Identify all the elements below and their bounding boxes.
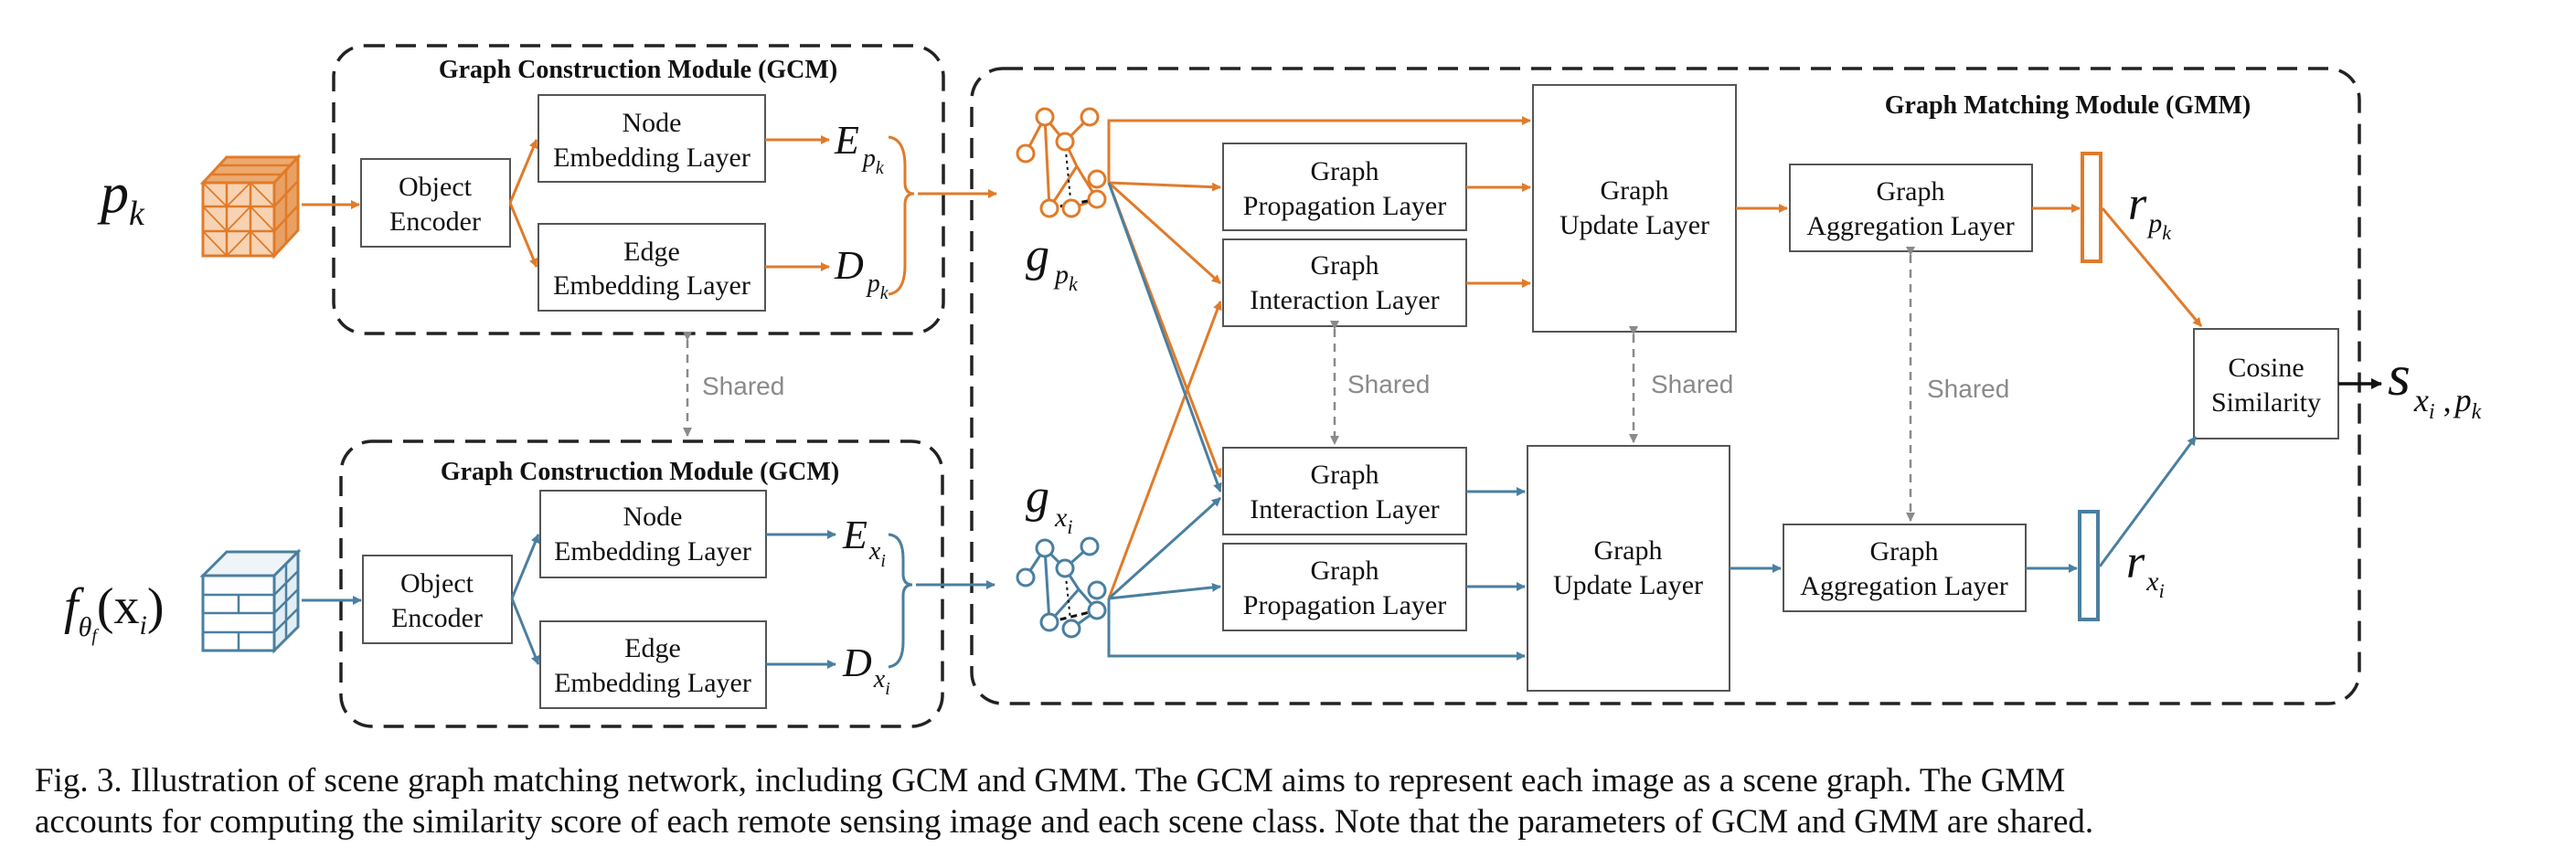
object-encoder-bottom-line2: Encoder [391, 603, 483, 633]
graph-pk-icon [1016, 107, 1107, 218]
interaction-layer-bottom-line2: Interaction Layer [1250, 494, 1439, 524]
update-layer-bottom-line1: Graph [1594, 535, 1663, 566]
aggregation-layer-bottom-line2: Aggregation Layer [1800, 571, 2007, 601]
aggregation-layer-top-line1: Graph [1877, 176, 1945, 206]
object-encoder-bottom [362, 555, 513, 644]
update-layer-bottom [1527, 445, 1730, 692]
figure-caption: Fig. 3. Illustration of scene graph matc… [35, 760, 2558, 842]
top-input-symbol: pk [97, 163, 145, 233]
shared-label-gcm: Shared [702, 372, 784, 400]
edge-embedding-bottom-line1: Edge [624, 633, 681, 663]
update-layer-top-line1: Graph [1601, 175, 1669, 206]
cosine-similarity-box [2193, 328, 2339, 439]
E-xi-symbol: Exi [842, 513, 886, 571]
interaction-layer-top-line1: Graph [1311, 250, 1379, 281]
cosine-similarity-line1: Cosine [2228, 353, 2304, 383]
interaction-layer-bottom [1222, 447, 1467, 535]
blue-cube-icon [199, 548, 302, 654]
aggregation-layer-bottom-line1: Graph [1870, 536, 1939, 566]
edge-embedding-top-line2: Embedding Layer [553, 270, 750, 301]
representation-bar-xi [2078, 510, 2100, 621]
shared-label-interaction: Shared [1347, 370, 1430, 398]
r-pk-symbol: rpk [2128, 178, 2172, 244]
update-layer-bottom-line2: Update Layer [1553, 570, 1703, 600]
gmm-title: Graph Matching Module (GMM) [1885, 91, 2251, 120]
aggregation-layer-top-line2: Aggregation Layer [1806, 211, 2014, 241]
edge-embedding-top-line1: Edge [623, 237, 680, 267]
propagation-layer-bottom-line1: Graph [1311, 556, 1379, 586]
cosine-similarity-line2: Similarity [2211, 387, 2321, 418]
shared-label-aggregation: Shared [1927, 375, 2009, 403]
object-encoder-top-line2: Encoder [389, 206, 481, 237]
propagation-layer-top [1222, 143, 1467, 231]
propagation-layer-bottom [1222, 543, 1467, 631]
bottom-brace [888, 533, 913, 669]
bottom-input-symbol: fθf(xi) [64, 578, 165, 646]
gmm-frame [970, 67, 2361, 705]
interaction-layer-top [1222, 238, 1467, 327]
graph-xi-icon [1016, 536, 1107, 639]
edge-embedding-bottom [539, 620, 767, 709]
interaction-layer-bottom-line1: Graph [1311, 460, 1379, 490]
node-embedding-top-line2: Embedding Layer [553, 143, 750, 173]
object-encoder-top-line1: Object [399, 172, 473, 202]
aggregation-layer-bottom [1783, 524, 2027, 612]
propagation-layer-top-line2: Propagation Layer [1243, 191, 1446, 221]
caption-line-2: accounts for computing the similarity sc… [35, 803, 2094, 841]
gcm-top-title: Graph Construction Module (GCM) [439, 56, 837, 84]
node-embedding-bottom-line1: Node [623, 502, 683, 532]
object-encoder-top [360, 158, 511, 248]
diagram-canvas: Graph Construction Module (GCM) Graph Co… [64, 44, 2482, 728]
gcm-bottom-title: Graph Construction Module (GCM) [441, 458, 839, 486]
top-brace [888, 135, 915, 296]
node-embedding-top [538, 94, 766, 183]
propagation-layer-bottom-line2: Propagation Layer [1243, 590, 1446, 620]
r-xi-symbol: rxi [2126, 536, 2165, 602]
node-embedding-bottom-line2: Embedding Layer [554, 536, 751, 566]
representation-bar-pk [2081, 152, 2102, 263]
object-encoder-bottom-line1: Object [400, 568, 474, 598]
shared-label-update: Shared [1651, 370, 1733, 398]
update-layer-top [1532, 84, 1737, 333]
interaction-layer-top-line2: Interaction Layer [1250, 285, 1439, 315]
update-layer-top-line2: Update Layer [1559, 210, 1709, 240]
orange-cube-icon [199, 153, 302, 259]
edge-embedding-bottom-line2: Embedding Layer [554, 668, 751, 698]
caption-line-1: Fig. 3. Illustration of scene graph matc… [35, 762, 2066, 799]
node-embedding-top-line1: Node [623, 108, 682, 138]
D-xi-symbol: Dxi [842, 640, 890, 699]
propagation-layer-top-line1: Graph [1311, 156, 1379, 186]
